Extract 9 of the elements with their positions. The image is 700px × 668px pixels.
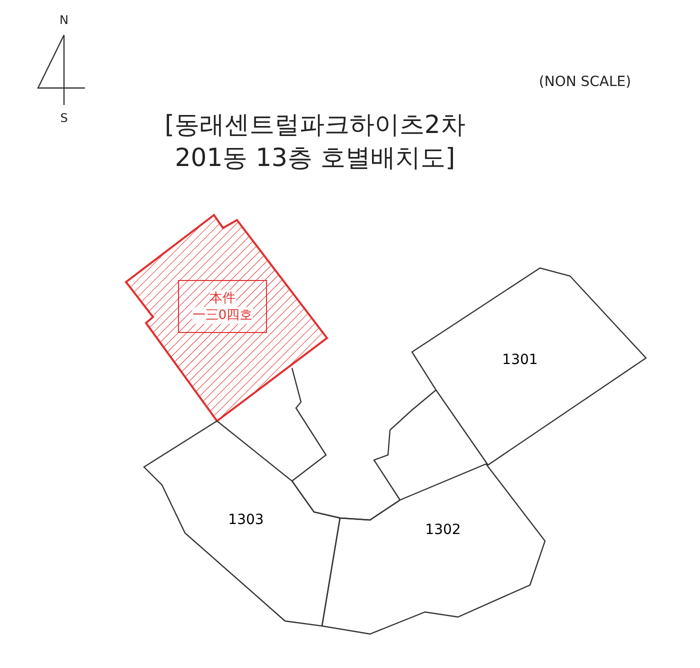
scale-note: (NON SCALE): [538, 74, 632, 90]
unit-number: 1301: [502, 352, 538, 368]
unit-label: 本件: [210, 290, 236, 306]
unit-number: 1302: [425, 522, 461, 538]
unit-number: 1303: [228, 512, 264, 528]
compass-letter: N: [60, 13, 68, 27]
unit-label: 一三0四호: [192, 306, 253, 324]
compass-letter: S: [60, 111, 68, 125]
drawing-title: [동래센트럴파크하이츠2차 201동 13층 호별배치도]: [164, 109, 466, 174]
